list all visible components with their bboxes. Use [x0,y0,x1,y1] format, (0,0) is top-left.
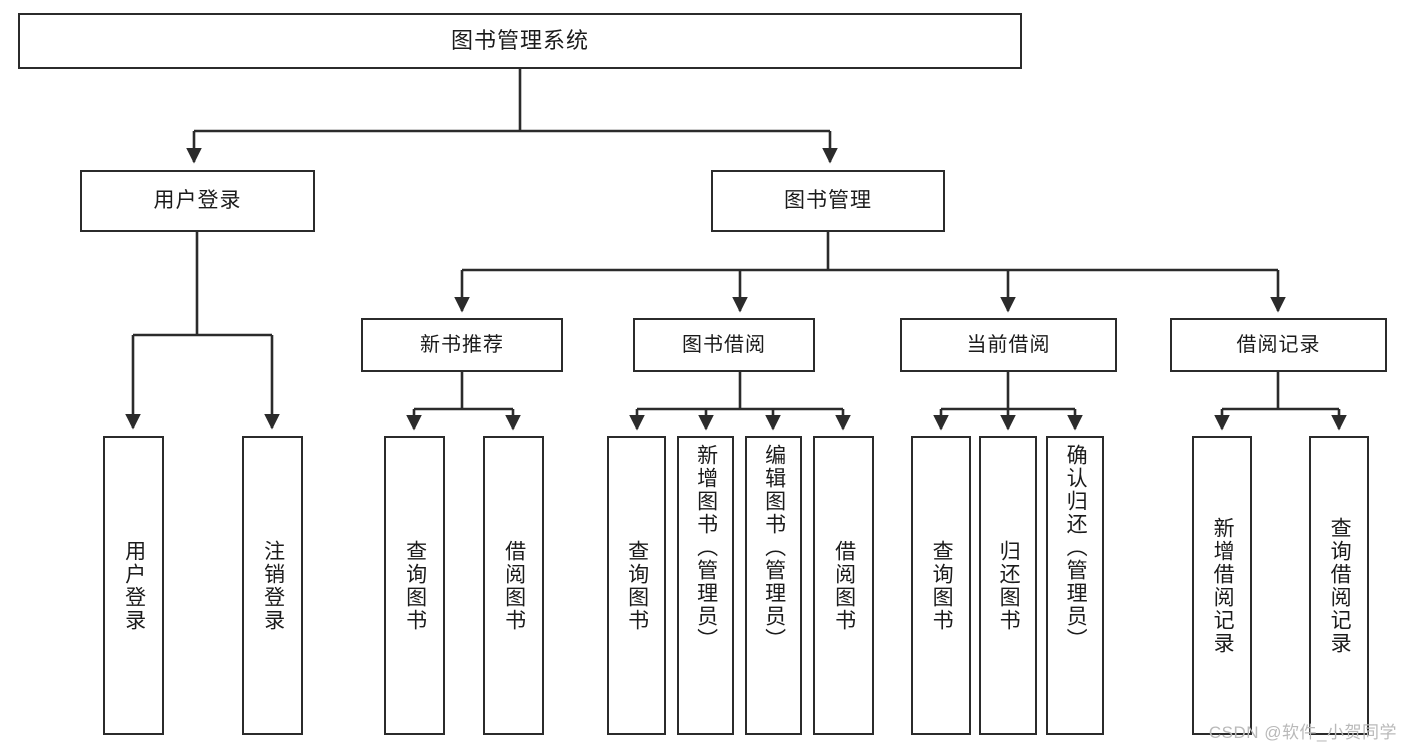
leaf-borrow-borrow-book[interactable]: 借阅图书 [813,436,874,735]
node-label: 当前借阅 [966,333,1051,356]
node-label: 借阅记录 [1236,333,1321,356]
leaf-current-query-book[interactable]: 查询图书 [911,436,971,735]
leaf-user-login[interactable]: 用户登录 [103,436,164,735]
node-label: 查询图书 [403,539,427,632]
node-new-book-recommend[interactable]: 新书推荐 [361,318,563,372]
node-borrow-record[interactable]: 借阅记录 [1170,318,1387,372]
node-label: 新增图书（管理员） [694,444,718,651]
leaf-record-add-record[interactable]: 新增借阅记录 [1192,436,1252,735]
node-label: 查询图书 [625,539,649,632]
node-label: 图书管理系统 [450,28,589,54]
leaf-recommend-borrow-book[interactable]: 借阅图书 [483,436,544,735]
node-label: 用户登录 [153,188,242,212]
node-book-borrow[interactable]: 图书借阅 [633,318,815,372]
node-label: 编辑图书（管理员） [762,444,786,651]
node-book-management[interactable]: 图书管理 [711,170,945,232]
leaf-record-query-record[interactable]: 查询借阅记录 [1309,436,1369,735]
leaf-recommend-query-book[interactable]: 查询图书 [384,436,445,735]
node-label: 借阅图书 [502,539,526,632]
leaf-borrow-edit-book-admin[interactable]: 编辑图书（管理员） [745,436,802,735]
node-label: 确认归还（管理员） [1064,444,1088,651]
node-root-system[interactable]: 图书管理系统 [18,13,1022,69]
node-label: 新增借阅记录 [1211,516,1235,655]
watermark-text: CSDN @软件_小贺同学 [1208,723,1397,742]
leaf-borrow-add-book-admin[interactable]: 新增图书（管理员） [677,436,734,735]
node-label: 新书推荐 [420,333,504,356]
node-label: 查询图书 [930,539,954,632]
node-user-login[interactable]: 用户登录 [80,170,315,232]
node-label: 查询借阅记录 [1328,516,1352,655]
node-label: 图书借阅 [682,333,766,356]
leaf-current-confirm-return-admin[interactable]: 确认归还（管理员） [1046,436,1104,735]
node-current-borrow[interactable]: 当前借阅 [900,318,1117,372]
node-label: 用户登录 [122,539,146,632]
node-label: 注销登录 [261,539,285,632]
leaf-user-logout[interactable]: 注销登录 [242,436,303,735]
node-label: 图书管理 [784,188,872,212]
leaf-borrow-query-book[interactable]: 查询图书 [607,436,666,735]
leaf-current-return-book[interactable]: 归还图书 [979,436,1037,735]
node-label: 借阅图书 [832,539,856,632]
node-label: 归还图书 [997,539,1021,632]
